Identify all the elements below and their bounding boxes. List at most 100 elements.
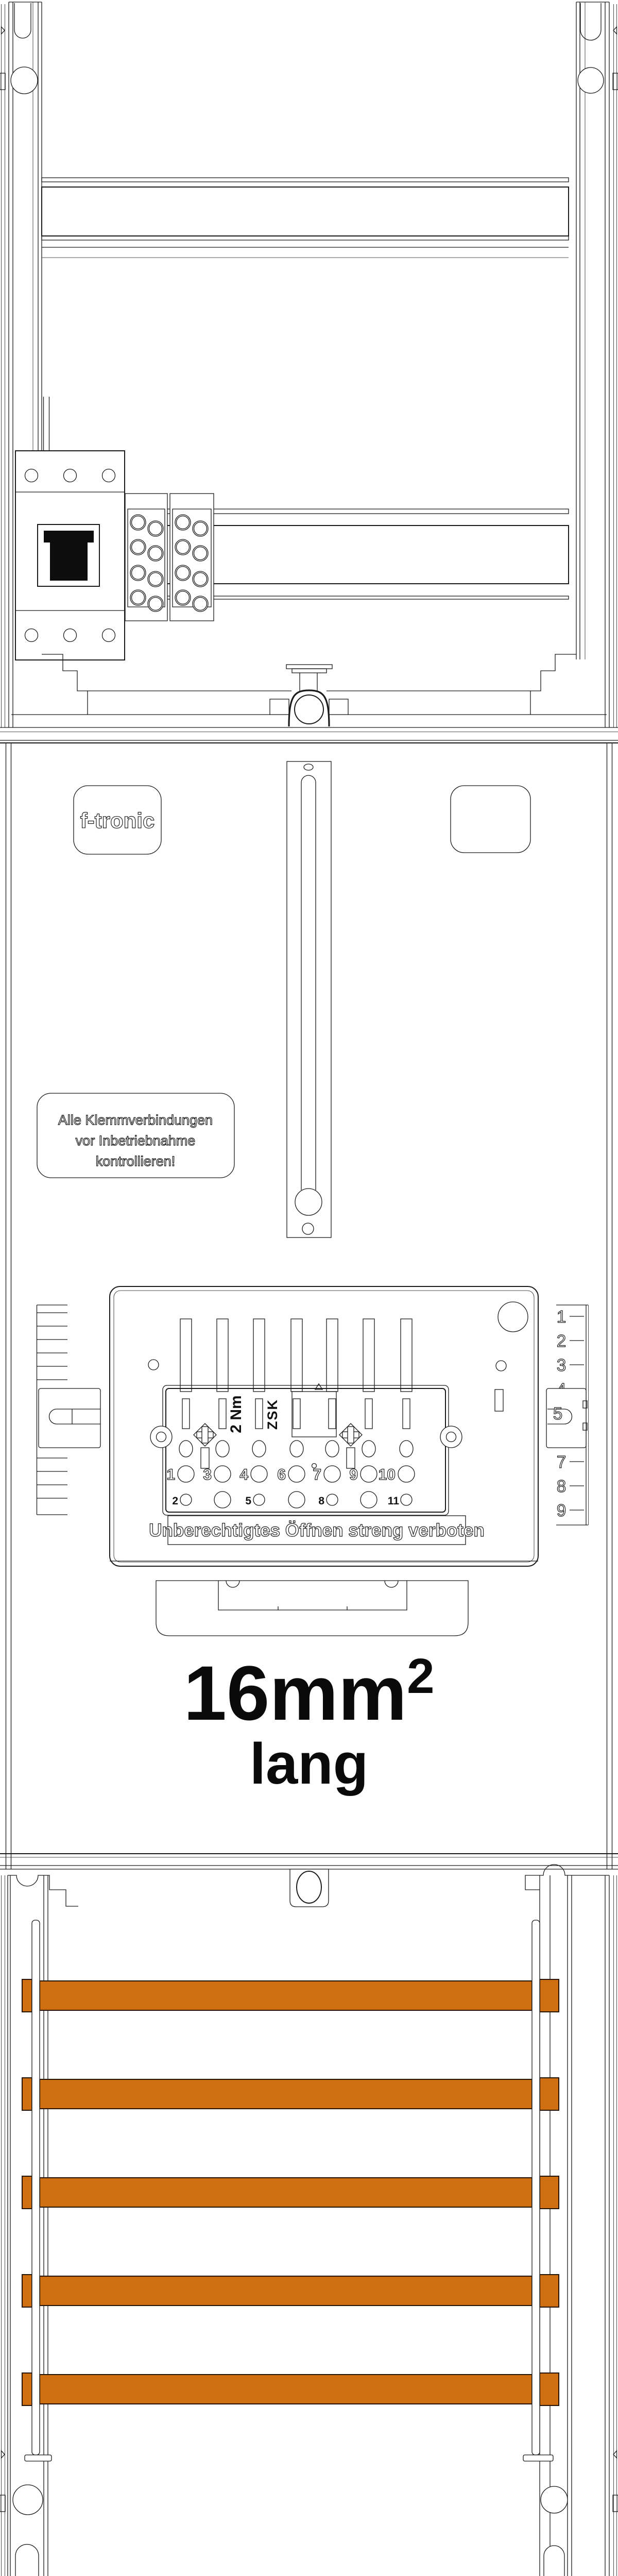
- rail-notch: [1, 26, 5, 35]
- scale-number-8: 8: [557, 1477, 566, 1496]
- conductor-length-text: lang: [250, 1732, 368, 1796]
- terminal-screw[interactable]: [339, 1423, 363, 1469]
- top-left-mounting-rail: [0, 2, 42, 727]
- mounting-ear: [150, 1426, 173, 1448]
- strip-hole: [302, 1223, 314, 1235]
- scale-number-9: 9: [557, 1501, 566, 1520]
- rail-slot: [14, 3, 31, 39]
- scale-number-5: 5: [553, 1404, 562, 1423]
- brand-badge: f-tronic: [73, 785, 162, 855]
- bottom-module-shoulders: [8, 1864, 609, 1907]
- grommet-hole: [294, 694, 324, 724]
- rail-slot: [15, 2544, 39, 2576]
- rail-hole: [577, 67, 604, 94]
- busbar-3: [39, 2177, 533, 2208]
- strip-slot: [301, 775, 316, 1190]
- zsk-terminal-block: 1 2 3 4 6 7 8 9 5: [36, 1286, 589, 1636]
- terminal-holes-block2: [175, 514, 209, 612]
- inspection-note-line1: Alle Klemmverbindungen: [58, 1112, 213, 1128]
- busbar-stub-right: [539, 2274, 559, 2308]
- brand-logo-text: f-tronic: [80, 808, 155, 833]
- din-rail-upper: [41, 177, 569, 258]
- mounting-ear: [440, 1426, 462, 1448]
- svg-text:8: 8: [318, 1495, 324, 1507]
- busbar-1: [39, 1980, 533, 2011]
- svg-text:11: 11: [388, 1495, 400, 1507]
- seal-warning-text: Unberechtigtes Öffnen streng verboten: [149, 1520, 484, 1540]
- inspection-note-line3: kontrollieren!: [96, 1154, 176, 1169]
- top-right-mounting-rail: [576, 2, 618, 727]
- right-latch[interactable]: 5: [546, 1388, 588, 1448]
- breaker-terminal: [24, 628, 39, 642]
- terminal-holes-lower-row: [180, 1491, 413, 1509]
- zsk-body: 2 Nm ZSK: [150, 1383, 462, 1516]
- rail-clip: [612, 73, 618, 90]
- rail-notch: [1, 2450, 5, 2459]
- busbar-stub-right: [539, 2372, 559, 2406]
- cover-hole-large: [497, 1301, 528, 1332]
- breaker-toggle[interactable]: [44, 531, 94, 581]
- busbar-stub-right: [539, 1979, 559, 2012]
- vent-slits: [182, 1398, 410, 1429]
- busbar-2: [39, 2079, 533, 2109]
- support-strut-right: [531, 1920, 540, 2455]
- busbar-stub-right: [539, 2077, 559, 2111]
- svg-text:2: 2: [172, 1495, 178, 1507]
- breaker-terminal: [63, 468, 77, 483]
- cover-hole: [495, 1360, 507, 1371]
- busbar-stub-right: [539, 2176, 559, 2209]
- support-strut-left: [31, 1920, 40, 2455]
- left-latch[interactable]: [38, 1388, 101, 1448]
- rail-notch: [613, 26, 617, 35]
- terminal-numbers-lower-row: 2 5 8 11: [172, 1495, 399, 1507]
- inspection-note-line2: vor Inbetriebnahme: [76, 1133, 196, 1148]
- rail-clip: [0, 73, 6, 90]
- bottom-grommet-tab: [289, 1869, 329, 1907]
- rail-clip: [0, 2495, 6, 2512]
- strut-foot-left: [24, 2454, 52, 2462]
- busbar-prongs: [180, 1318, 413, 1392]
- center-mounting-strip: [286, 761, 332, 1238]
- model-label: ZSK: [265, 1399, 280, 1430]
- busbar-stub-left: [22, 1979, 32, 2012]
- rail-notch: [613, 2450, 617, 2459]
- conductor-annotation: 16mm2 lang: [184, 1649, 435, 1796]
- torque-label: 2 Nm: [228, 1395, 245, 1433]
- rail-hole: [12, 2484, 43, 2515]
- bottom-left-rail: [0, 1875, 48, 2576]
- svg-text:10: 10: [379, 1466, 396, 1483]
- terminal-holes-top-row: [179, 1440, 414, 1458]
- strut-foot-right: [523, 2454, 554, 2462]
- left-scale-comb: [36, 1304, 67, 1515]
- breaker-terminal: [24, 468, 39, 483]
- busbar-stub-left: [22, 2372, 32, 2406]
- breaker-terminal: [101, 468, 116, 483]
- rail-slot: [543, 2545, 565, 2576]
- main-breaker: [15, 450, 125, 660]
- terminal-numbers-main-row: 1 3 4 6 7 9 10: [166, 1466, 396, 1483]
- panel-bottom-edge: [0, 1853, 618, 1870]
- busbar-4: [39, 2276, 533, 2306]
- position-marker: [314, 1383, 323, 1390]
- cable-grommet-handle: [269, 664, 349, 727]
- main-panel-frame: [5, 743, 613, 1869]
- grommet-hole: [296, 1871, 322, 1904]
- blank-badge: [450, 785, 531, 853]
- terminal-blocks: [125, 493, 214, 621]
- terminal-screw[interactable]: [193, 1423, 217, 1469]
- cover-slot: [494, 1389, 504, 1412]
- busbar-stub-left: [22, 2274, 32, 2308]
- svg-text:9: 9: [349, 1466, 358, 1483]
- svg-text:6: 6: [277, 1466, 286, 1483]
- terminal-holes-main-row: [177, 1465, 415, 1483]
- panel-top-edge: [0, 727, 618, 743]
- breaker-terminal: [63, 628, 77, 642]
- top-tray: [11, 654, 607, 727]
- strip-hole: [303, 764, 314, 771]
- conductor-size-text: 16mm2: [184, 1649, 435, 1736]
- svg-text:1: 1: [166, 1466, 175, 1483]
- busbar-stub-left: [22, 2176, 32, 2209]
- seal-warning-strip: Unberechtigtes Öffnen streng verboten: [149, 1515, 485, 1545]
